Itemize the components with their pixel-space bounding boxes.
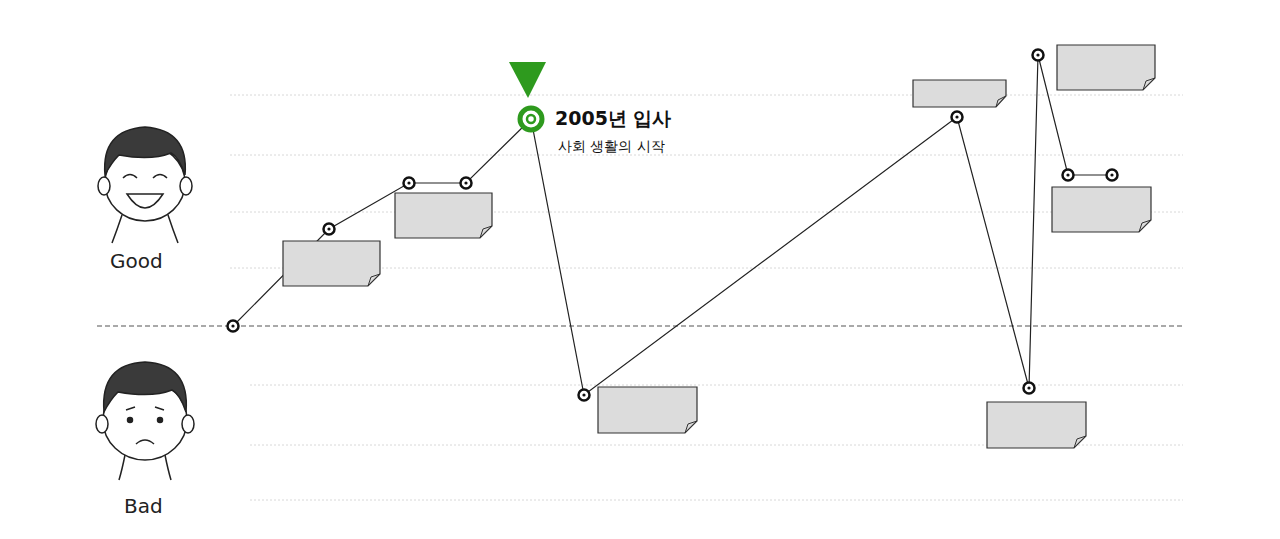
axis-label: Bad bbox=[124, 494, 163, 518]
milestone-title: 2005년 입사 bbox=[555, 103, 672, 130]
sticky-notes bbox=[283, 45, 1155, 448]
marker-triangle bbox=[509, 62, 546, 98]
axis-label: Good bbox=[110, 249, 163, 273]
milestone-point: 2005년 입사사회 생활의 시작 bbox=[515, 103, 672, 156]
baseline bbox=[97, 325, 1183, 326]
happy-face bbox=[98, 127, 192, 243]
milestone-ring bbox=[515, 103, 547, 135]
grid-lines bbox=[230, 95, 1183, 500]
life-curve bbox=[233, 55, 1112, 395]
milestone-note: 사회 생활의 시작 bbox=[555, 136, 672, 156]
curve-dots bbox=[228, 50, 1118, 401]
note-folds bbox=[368, 78, 1155, 448]
sad-face bbox=[96, 362, 194, 480]
